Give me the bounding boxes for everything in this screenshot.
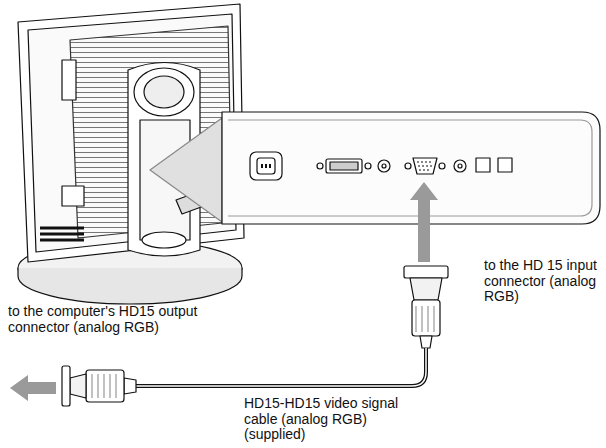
hd15-input-connector xyxy=(405,158,445,174)
hd15-plug xyxy=(62,366,136,406)
power-inlet xyxy=(250,152,282,180)
connector-panel xyxy=(222,112,600,224)
hd15-plug xyxy=(404,266,448,348)
dvi-connector xyxy=(317,159,371,173)
connector-callout: to the HD 15 input connector (analog RGB… xyxy=(484,258,602,305)
connector-callout: to the computer's HD15 output connector … xyxy=(8,304,238,335)
monitor-back xyxy=(18,4,244,262)
to-computer-arrow xyxy=(10,375,56,401)
video-cable xyxy=(136,348,426,386)
insert-arrow xyxy=(410,182,438,262)
cable-callout: HD15-HD15 video signal cable (analog RGB… xyxy=(244,396,412,443)
